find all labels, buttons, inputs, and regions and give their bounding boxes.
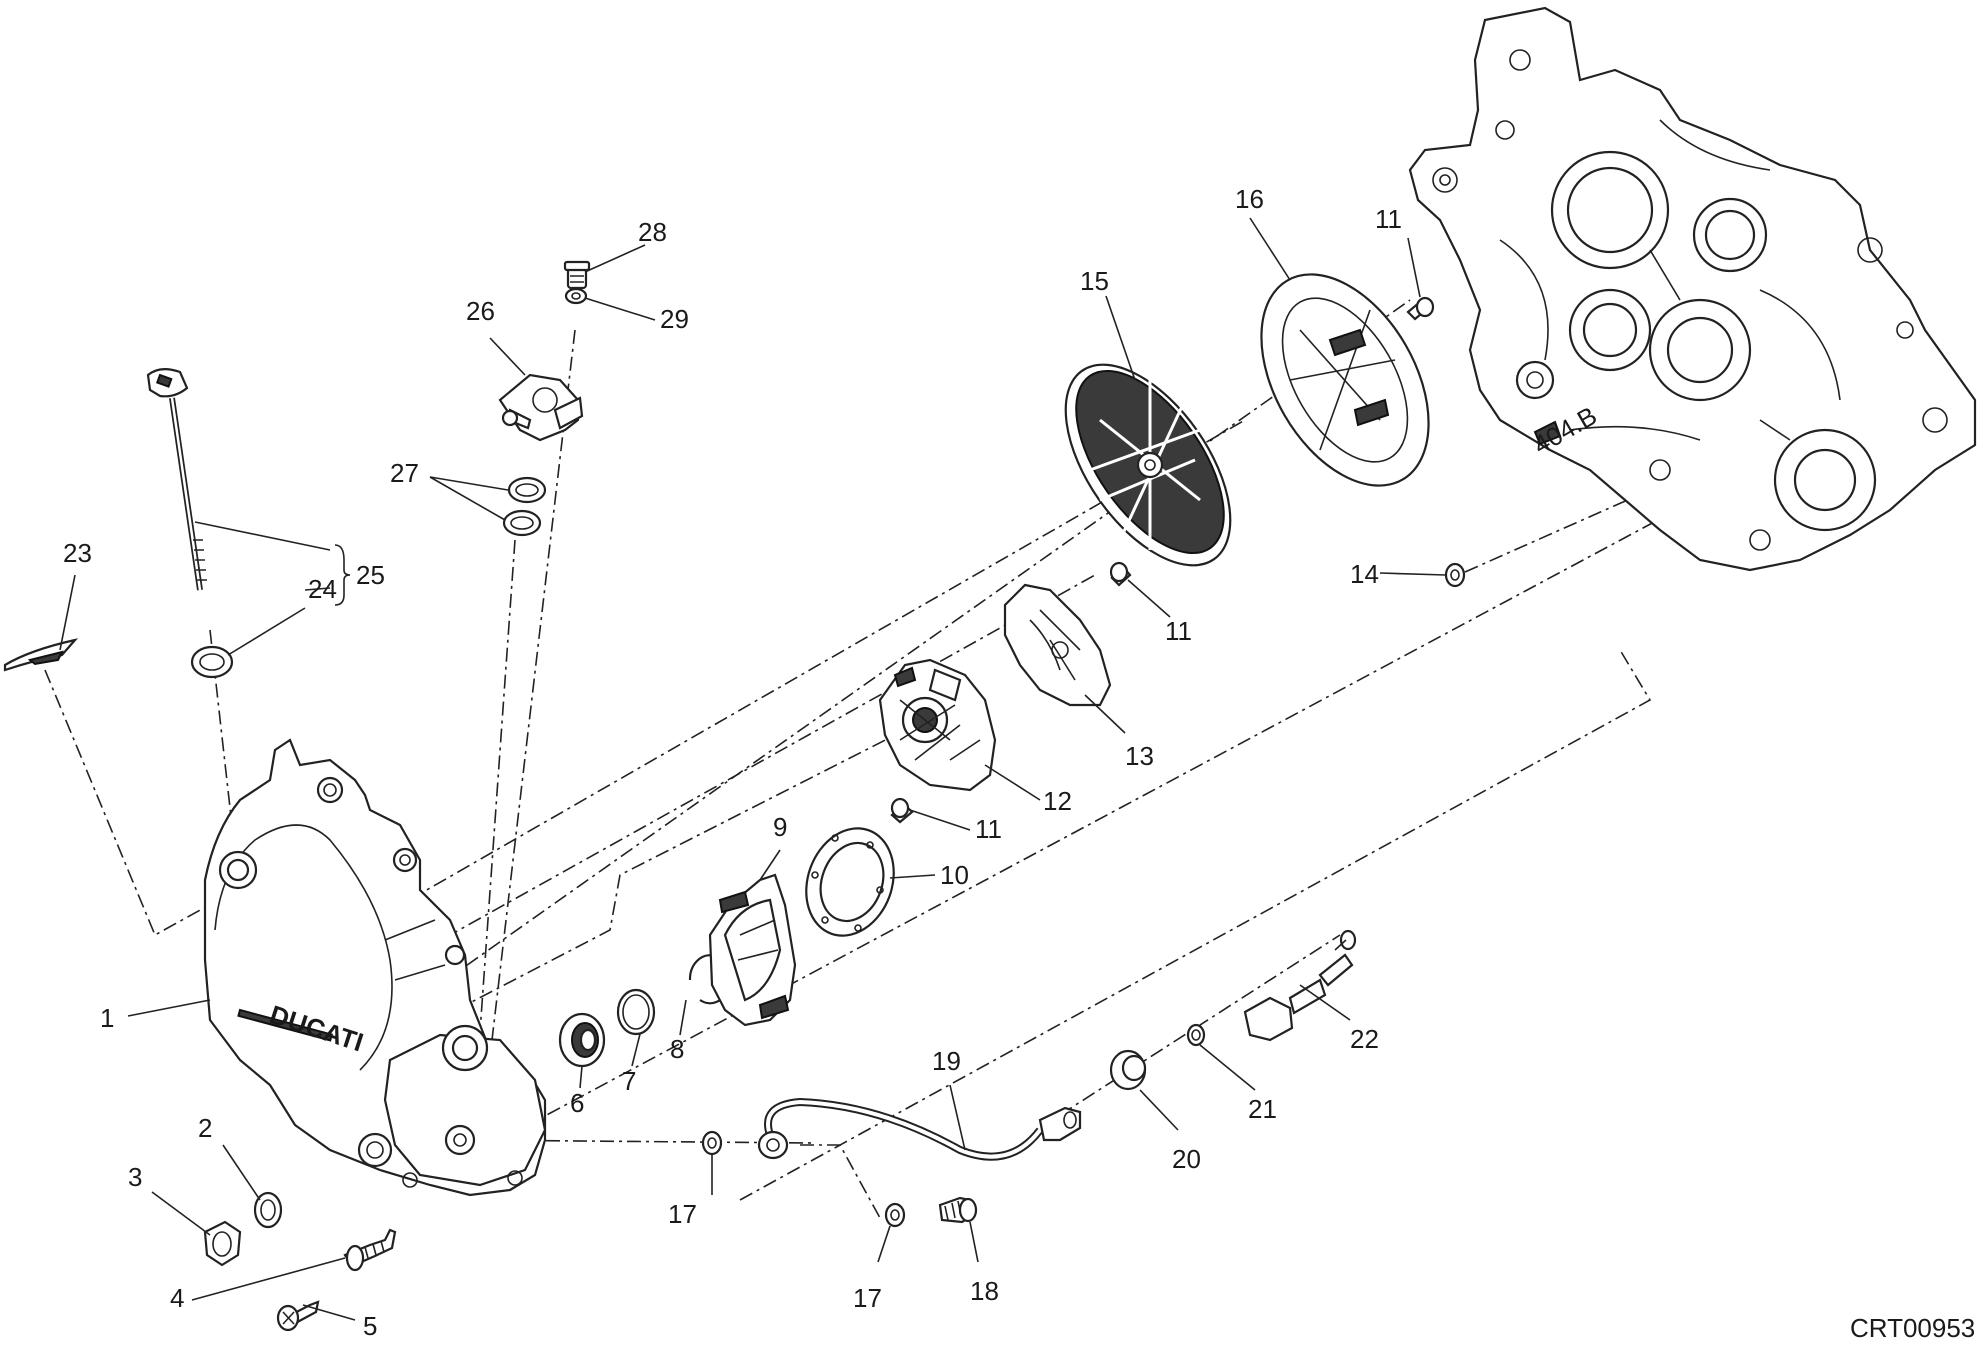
- pressure-plate-ring: [805, 827, 895, 937]
- friction-disc: [1260, 273, 1430, 487]
- crankcase-half: 404.B: [1408, 6, 1977, 572]
- callout-19: 19: [932, 1046, 961, 1076]
- oil-fitting-assembly: [498, 260, 591, 537]
- callout-20: 20: [1172, 1144, 1201, 1174]
- callout-8: 8: [670, 1034, 684, 1064]
- callout-23: 23: [63, 538, 92, 568]
- callout-4: 4: [170, 1283, 184, 1313]
- bearing-retainer: [708, 873, 797, 1027]
- callout-9: 9: [773, 812, 787, 842]
- callout-numbers: 1 2 3 4 5 6 7 8 9 10 11 11 11 11 12 13 1…: [63, 184, 1402, 1341]
- callout-21: 21: [1248, 1094, 1277, 1124]
- callout-1: 1: [100, 1003, 114, 1033]
- callout-6: 6: [570, 1088, 584, 1118]
- callout-11-a: 11: [975, 814, 1002, 844]
- screws-11: [890, 296, 1435, 824]
- callout-3: 3: [128, 1162, 142, 1192]
- callout-26: 26: [466, 296, 495, 326]
- spring-plate: [1003, 583, 1112, 707]
- callout-14: 14: [1350, 559, 1379, 589]
- clutch-hub: [878, 658, 997, 792]
- callout-7: 7: [622, 1066, 636, 1096]
- oil-line-assembly: [701, 1097, 1082, 1228]
- callout-27: 27: [390, 458, 419, 488]
- callout-11-b: 11: [1165, 616, 1192, 646]
- callout-2: 2: [198, 1113, 212, 1143]
- cover-fasteners: [203, 1191, 397, 1332]
- callout-13: 13: [1125, 741, 1154, 771]
- callout-24: 24: [308, 574, 337, 604]
- callout-17-a: 17: [668, 1199, 697, 1229]
- callout-22: 22: [1350, 1024, 1379, 1054]
- callout-29: 29: [660, 304, 689, 334]
- sensor-assembly: [1109, 929, 1357, 1091]
- washer-14: [1444, 562, 1466, 588]
- callout-28: 28: [638, 217, 667, 247]
- callout-16: 16: [1235, 184, 1264, 214]
- callout-25: 25: [356, 560, 385, 590]
- callout-17-b: 17: [853, 1283, 882, 1313]
- callout-leaders: [59, 217, 1447, 1321]
- callout-12: 12: [1043, 786, 1072, 816]
- callout-5: 5: [363, 1311, 377, 1341]
- oil-dipstick: [146, 368, 234, 679]
- clutch-pack: [1064, 363, 1232, 567]
- seal-and-rings: [558, 954, 732, 1068]
- callout-10: 10: [940, 860, 969, 890]
- clutch-cover: DUCATI: [203, 738, 547, 1197]
- reference-code: CRT00953: [1850, 1313, 1975, 1343]
- label-sticker: [3, 638, 79, 672]
- callout-11-c: 11: [1375, 204, 1402, 234]
- callout-15: 15: [1080, 266, 1109, 296]
- callout-18: 18: [970, 1276, 999, 1306]
